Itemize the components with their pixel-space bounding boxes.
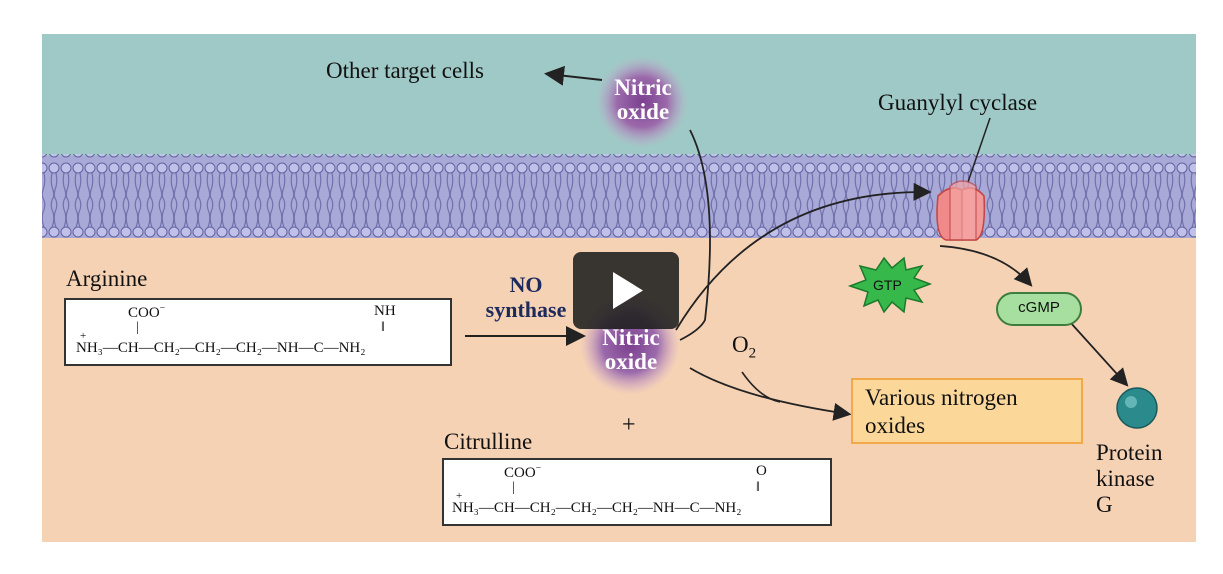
- citrulline-o: O: [756, 463, 767, 479]
- lipid-bilayer: [42, 154, 1196, 238]
- various-nitrogen-oxides-line2: oxides: [865, 413, 926, 438]
- gtp-star: [847, 256, 933, 314]
- o2-subscript: 2: [748, 345, 757, 362]
- citrulline-double-bond: ‖: [756, 480, 760, 495]
- nitric-oxide-mid-label: Nitric oxide: [590, 326, 672, 374]
- nitric-oxide-top-glow: [596, 56, 688, 148]
- arginine-coo-text: COO: [128, 305, 160, 321]
- video-play-button[interactable]: [573, 252, 679, 329]
- protein-kinase-g-sphere: [1116, 387, 1158, 429]
- various-nitrogen-oxides-line1: Various nitrogen: [865, 385, 1018, 410]
- citrulline-charge: +: [456, 490, 463, 502]
- arginine-double-bond: ‖: [381, 320, 385, 335]
- citrulline-main-chain: NH₃—CH—CH₂—CH₂—CH₂—NH—C—NH₂: [452, 500, 742, 516]
- play-icon: [613, 272, 643, 309]
- arginine-coo-charge: −: [159, 303, 166, 314]
- guanylyl-cyclase-label: Guanylyl cyclase: [878, 90, 1038, 115]
- protein-kinase-g-label: Protein kinase G: [1096, 440, 1162, 518]
- cgmp-pill: cGMP: [996, 292, 1082, 326]
- pkg-line2: kinase: [1096, 466, 1155, 491]
- nitric-oxide-mid-line2: oxide: [604, 349, 658, 374]
- other-target-cells-label: Other target cells: [326, 58, 484, 83]
- arrow-gtp-to-cgmp: [939, 245, 1033, 287]
- arginine-nh: NH: [374, 303, 396, 319]
- citrulline-coo-charge: −: [535, 463, 542, 474]
- nitric-oxide-top-label: Nitric oxide: [602, 76, 684, 124]
- arrow-no-to-cyclase: [675, 182, 932, 331]
- gtp-label: GTP: [873, 277, 902, 293]
- arrow-to-nitrogen-oxides: [689, 367, 852, 421]
- citrulline-label: Citrulline: [444, 429, 533, 454]
- no-synthase-label: NO synthase: [468, 272, 584, 322]
- arginine-label: Arginine: [66, 266, 148, 291]
- citrulline-coo: COO−: [504, 463, 541, 482]
- nitric-oxide-mid-line1: Nitric: [602, 325, 660, 350]
- arginine-coo: COO−: [128, 303, 165, 322]
- no-synthase-line1: NO: [509, 272, 543, 297]
- o2-text: O: [732, 332, 749, 357]
- citrulline-formula-box: COO− | O ‖ + NH₃—CH—CH₂—CH₂—CH₂—NH—C—NH₂: [442, 458, 832, 526]
- o2-input-line: [741, 371, 781, 403]
- guanylyl-cyclase-shape: [936, 180, 986, 241]
- plus-sign: +: [622, 412, 636, 438]
- pkg-line1: Protein: [1096, 440, 1163, 465]
- arginine-coo-bond: |: [136, 320, 139, 335]
- various-nitrogen-oxides-box: Various nitrogen oxides: [851, 378, 1083, 444]
- cgmp-label: cGMP: [1018, 299, 1060, 316]
- no-synthase-line2: synthase: [485, 297, 567, 322]
- arginine-formula-box: COO− | NH ‖ + NH₃—CH—CH₂—CH₂—CH₂—NH—C—NH…: [64, 298, 452, 366]
- citrulline-coo-bond: |: [512, 480, 515, 495]
- nitric-oxide-top-line1: Nitric: [614, 75, 672, 100]
- arginine-charge: +: [80, 330, 87, 342]
- arrow-cgmp-to-pkg: [1069, 321, 1129, 387]
- o2-label: O2: [732, 332, 756, 363]
- guanylyl-cyclase-leader: [967, 117, 991, 183]
- arrow-to-other-cells: [544, 65, 603, 86]
- citrulline-coo-text: COO: [504, 465, 536, 481]
- nitric-oxide-top-line2: oxide: [616, 99, 670, 124]
- pkg-line3: G: [1096, 492, 1113, 517]
- arginine-main-chain: NH₃—CH—CH₂—CH₂—CH₂—NH—C—NH₂: [76, 340, 366, 356]
